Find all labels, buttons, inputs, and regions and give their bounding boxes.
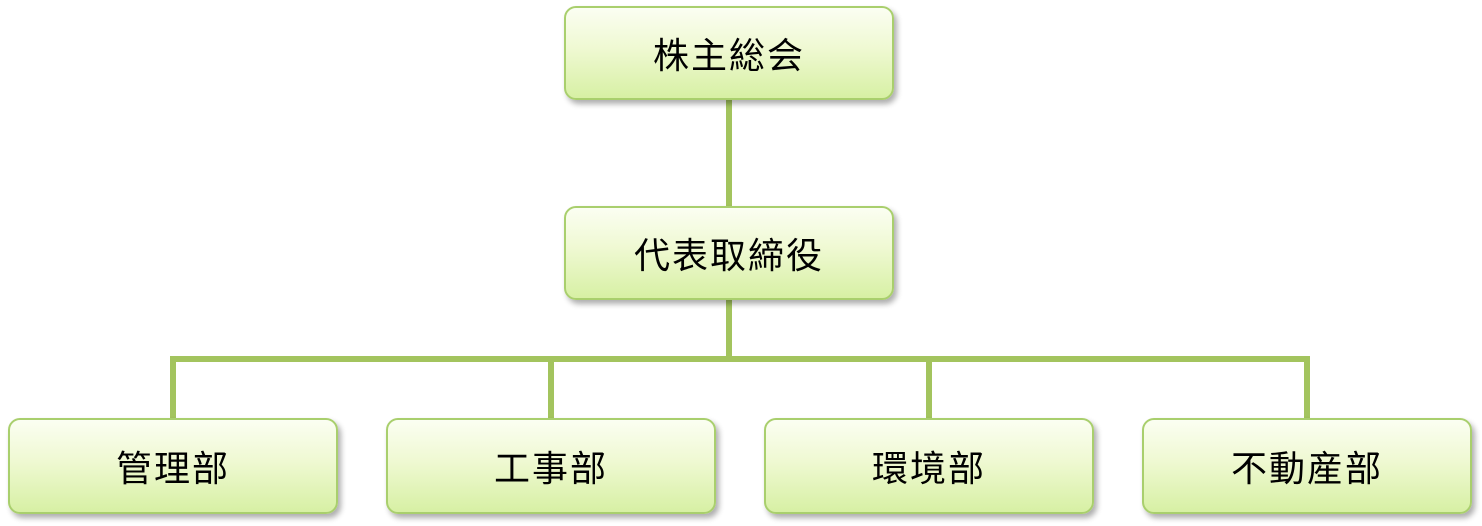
node-label: 工事部 [493, 449, 608, 490]
node-label: 不動産部 [1230, 449, 1383, 490]
node-label: 代表取締役 [633, 236, 824, 277]
node-label: 管理部 [115, 449, 230, 490]
node-construction-department: 工事部 [386, 418, 716, 514]
node-label: 株主総会 [652, 36, 805, 77]
node-administration-department: 管理部 [8, 418, 338, 514]
node-environment-department: 環境部 [764, 418, 1094, 514]
node-representative-director: 代表取締役 [564, 206, 894, 300]
node-shareholders-meeting: 株主総会 [564, 6, 894, 100]
node-label: 環境部 [871, 449, 986, 490]
node-real-estate-department: 不動産部 [1142, 418, 1472, 514]
